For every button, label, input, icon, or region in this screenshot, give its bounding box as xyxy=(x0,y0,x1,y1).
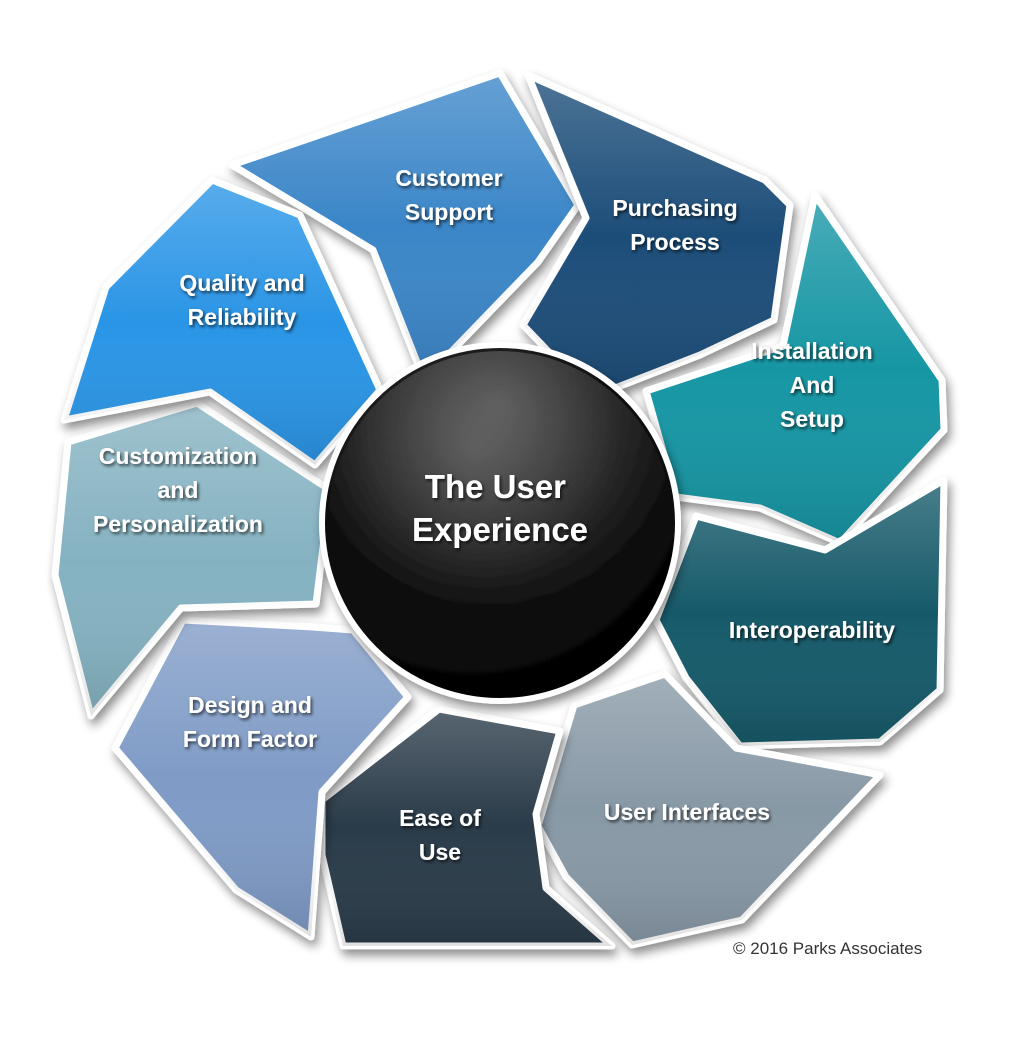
segment-sheen xyxy=(115,620,408,937)
segment-user-interfaces: User Interfaces xyxy=(534,670,884,949)
segment-sheen xyxy=(232,73,578,380)
segment-label-line: Personalization xyxy=(93,511,263,537)
segment-label-line: Support xyxy=(405,199,493,225)
segment-label-line: Ease of xyxy=(399,805,481,831)
center-title-line: The User xyxy=(425,468,566,505)
segment-sheen xyxy=(646,195,944,543)
segment-sheen xyxy=(523,75,790,397)
center-title: The User Experience xyxy=(412,468,588,548)
segment-interoperability: Interoperability xyxy=(652,476,948,750)
center-gloss xyxy=(328,351,672,695)
segment-label-line: Process xyxy=(630,229,720,255)
segment-ease-of-use: Ease of Use xyxy=(318,705,616,950)
copyright-notice: © 2016 Parks Associates xyxy=(733,939,923,958)
segment-label-line: Installation xyxy=(751,338,872,364)
center-title-line: Experience xyxy=(412,511,588,548)
segment-label-line: Use xyxy=(419,839,461,865)
segment-label-line: Reliability xyxy=(188,304,297,330)
center-hub xyxy=(319,342,681,704)
segment-label: User Interfaces xyxy=(604,799,770,825)
segment-label-line: Customization xyxy=(99,443,257,469)
segment-sheen xyxy=(538,674,880,945)
segment-label-line: Design and xyxy=(188,692,312,718)
segment-sheen xyxy=(322,709,612,946)
segment-label-line: Setup xyxy=(780,406,844,432)
segment-label: Interoperability xyxy=(729,617,895,643)
segment-label-line: Customer xyxy=(395,165,502,191)
segment-label-line: Form Factor xyxy=(183,726,317,752)
segment-sheen xyxy=(64,180,380,465)
segment-label: Ease of Use xyxy=(399,805,481,865)
segment-sheen xyxy=(55,403,330,716)
segment-label-line: User Interfaces xyxy=(604,799,770,825)
segment-sheen xyxy=(656,480,944,746)
segment-label-line: Interoperability xyxy=(729,617,895,643)
segment-label-line: Quality and xyxy=(179,270,304,296)
segment-label-line: And xyxy=(790,372,835,398)
segment-label-line: and xyxy=(158,477,199,503)
segment-label-line: Purchasing xyxy=(612,195,737,221)
